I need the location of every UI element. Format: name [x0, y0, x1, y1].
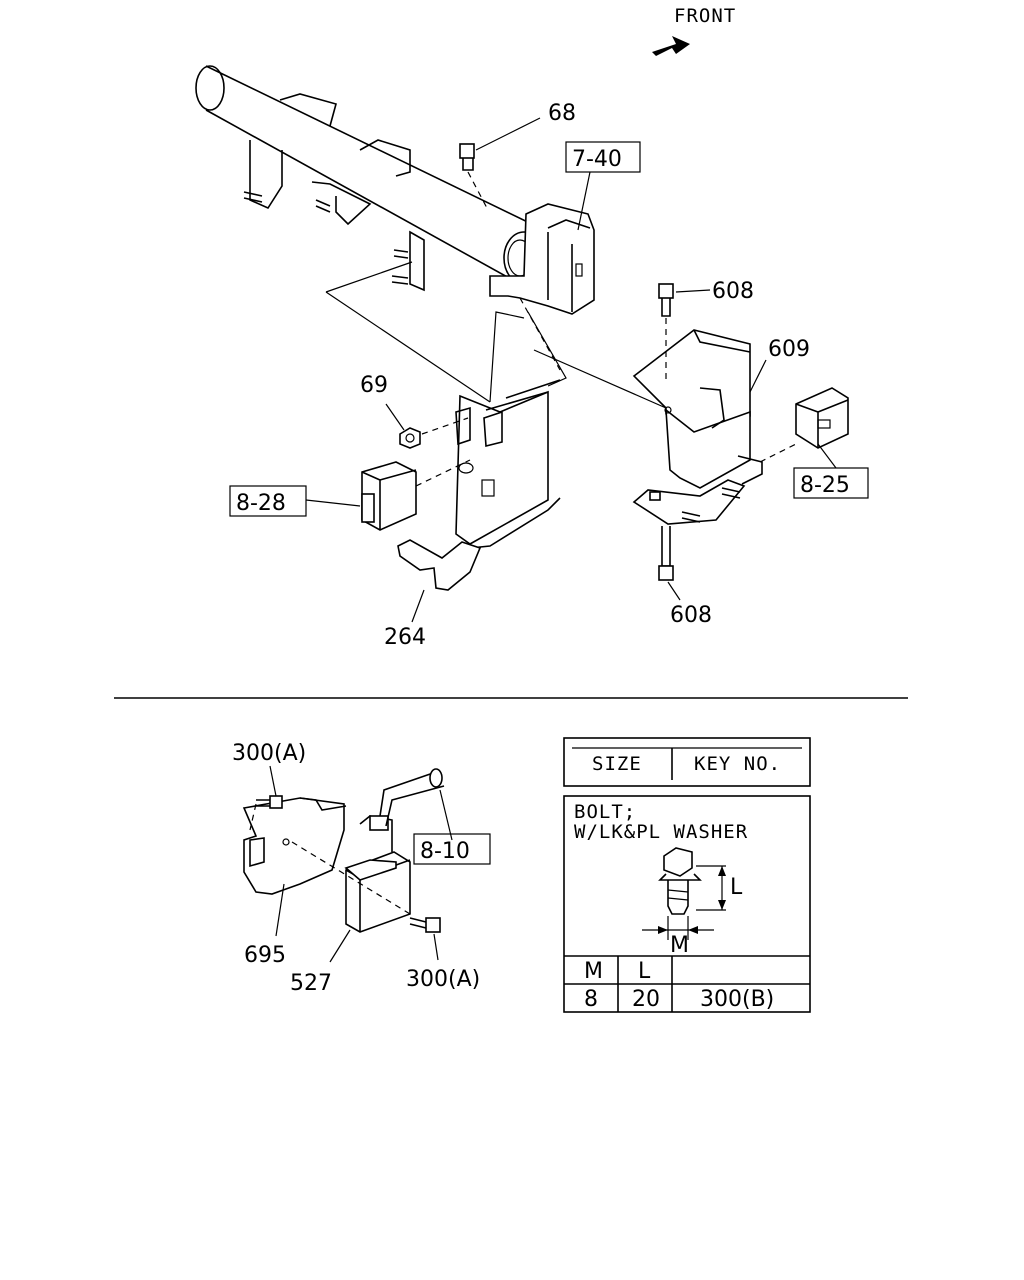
- leader-7-40: [577, 171, 591, 231]
- nut-69-icon: [399, 417, 469, 449]
- callout-box-8-25: [793, 467, 869, 499]
- callout-300a-bottom: 300(A): [406, 967, 480, 992]
- bolt-key-table: SIZE KEY NO. BOLT; W/LK&PL WASHER L M M …: [563, 737, 811, 1013]
- relay-8-28: [361, 459, 471, 531]
- block-7-40: [489, 203, 595, 315]
- front-label: FRONT: [674, 5, 736, 27]
- callout-8-28: 8-28: [236, 491, 286, 516]
- bolt-68-icon: [459, 143, 489, 211]
- callout-300a-top: 300(A): [232, 741, 306, 766]
- row-key-value: 300(B): [700, 987, 774, 1012]
- cross-member-pipe: [195, 65, 545, 285]
- bracket-264: [397, 379, 561, 591]
- leader-8-28: [305, 499, 361, 507]
- callout-box-8-10: [413, 833, 491, 865]
- relay-8-25: [759, 387, 849, 463]
- front-arrow-icon: [652, 36, 690, 56]
- callout-608-top: 608: [712, 279, 754, 304]
- dim-l-label: L: [730, 875, 743, 900]
- bolt-608-top-icon: [658, 283, 674, 380]
- bracket-695: [242, 797, 347, 895]
- callout-box-7-40: [565, 141, 641, 173]
- col-m-header: M: [584, 959, 603, 984]
- table-header-size: SIZE: [592, 753, 642, 775]
- dim-m-label: M: [670, 933, 689, 958]
- row-l-value: 20: [632, 987, 660, 1012]
- callout-7-40: 7-40: [572, 147, 622, 172]
- leader-264: [411, 589, 425, 623]
- row-m-value: 8: [584, 987, 598, 1012]
- col-l-header: L: [638, 959, 651, 984]
- bracket-609: [632, 329, 763, 525]
- callout-69: 69: [360, 373, 388, 398]
- part-name-line1: BOLT;: [574, 801, 636, 823]
- table-header-key-no: KEY NO.: [694, 753, 781, 775]
- bolt-300a-top-icon: [249, 795, 283, 831]
- stud-icon: [681, 511, 701, 523]
- stud-icon: [721, 487, 741, 499]
- callout-608-bottom: 608: [670, 603, 712, 628]
- part-name-line2: W/LK&PL WASHER: [574, 821, 748, 843]
- control-unit-527: [344, 768, 445, 933]
- callout-8-25: 8-25: [800, 473, 850, 498]
- bolt-300a-bottom-icon: [409, 917, 441, 933]
- callout-527: 527: [290, 971, 332, 996]
- callout-695: 695: [244, 943, 286, 968]
- callout-box-8-28: [229, 485, 307, 517]
- callout-68: 68: [548, 101, 576, 126]
- bolt-608-bottom-icon: [658, 526, 674, 581]
- callout-609: 609: [768, 337, 810, 362]
- bolt-drawing-icon: [658, 847, 702, 915]
- callout-264: 264: [384, 625, 426, 650]
- callout-8-10: 8-10: [420, 839, 470, 864]
- leader-608-bottom: [667, 581, 681, 601]
- leader-609: [749, 359, 767, 393]
- pipe-brackets: [243, 93, 425, 292]
